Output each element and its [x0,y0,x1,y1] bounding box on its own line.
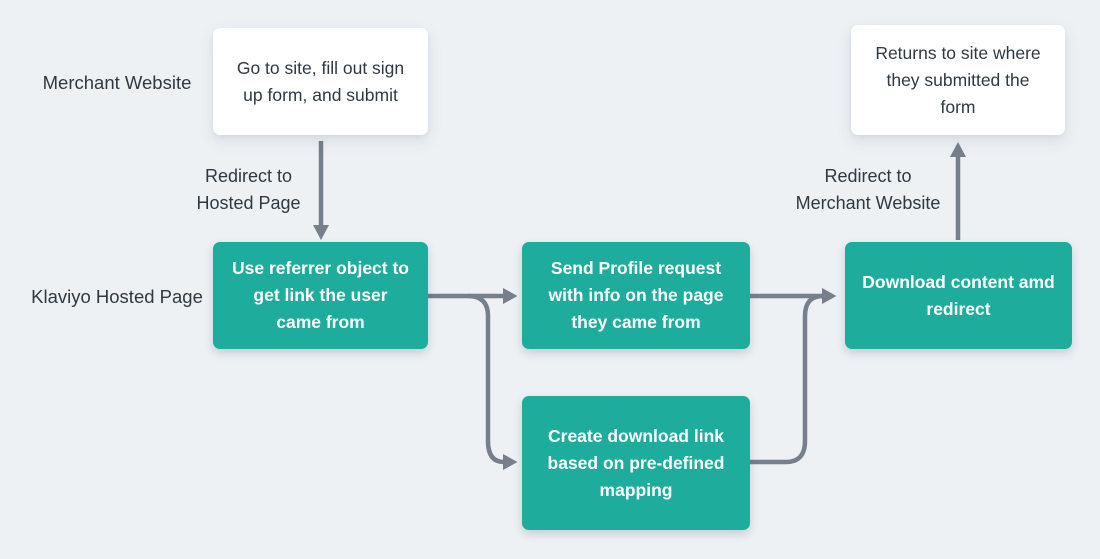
node-go-to-site-text: Go to site, fill out sign up form, and s… [236,57,405,105]
node-create-download-link: Create download link based on pre-define… [522,396,750,530]
arrowhead-right-icon [822,288,837,304]
edge-label-redirect-to-hosted-page: Redirect to Hosted Page [196,166,301,213]
arrowhead-right-icon [503,288,518,304]
node-send-profile-request-text: Send Profile request with info on the pa… [548,258,724,332]
node-returns-to-site-text: Returns to site where they submitted the… [875,42,1041,117]
node-go-to-site: Go to site, fill out sign up form, and s… [213,28,428,135]
node-send-profile-request: Send Profile request with info on the pa… [522,242,750,349]
node-download-content-redirect-text: Download content amd redirect [862,271,1055,319]
lane-label-merchant-website: Merchant Website [42,72,192,93]
node-create-download-link-text: Create download link based on pre-define… [547,425,725,500]
arrow-merge-right-icon [750,288,837,465]
node-download-content-redirect: Download content amd redirect [845,242,1072,349]
arrow-fork-right-down-icon [428,288,518,470]
node-returns-to-site: Returns to site where they submitted the… [851,25,1065,135]
edge-label-redirect-to-merchant-website: Redirect to Merchant Website [795,166,941,213]
lane-label-klaviyo-hosted-page: Klaviyo Hosted Page [31,286,203,307]
node-use-referrer-object: Use referrer object to get link the user… [213,242,428,349]
node-use-referrer-object-text: Use referrer object to get link the user… [231,258,409,332]
arrowhead-up-icon [950,142,966,157]
arrowhead-down-icon [313,225,329,240]
arrowhead-right-icon [503,454,518,470]
